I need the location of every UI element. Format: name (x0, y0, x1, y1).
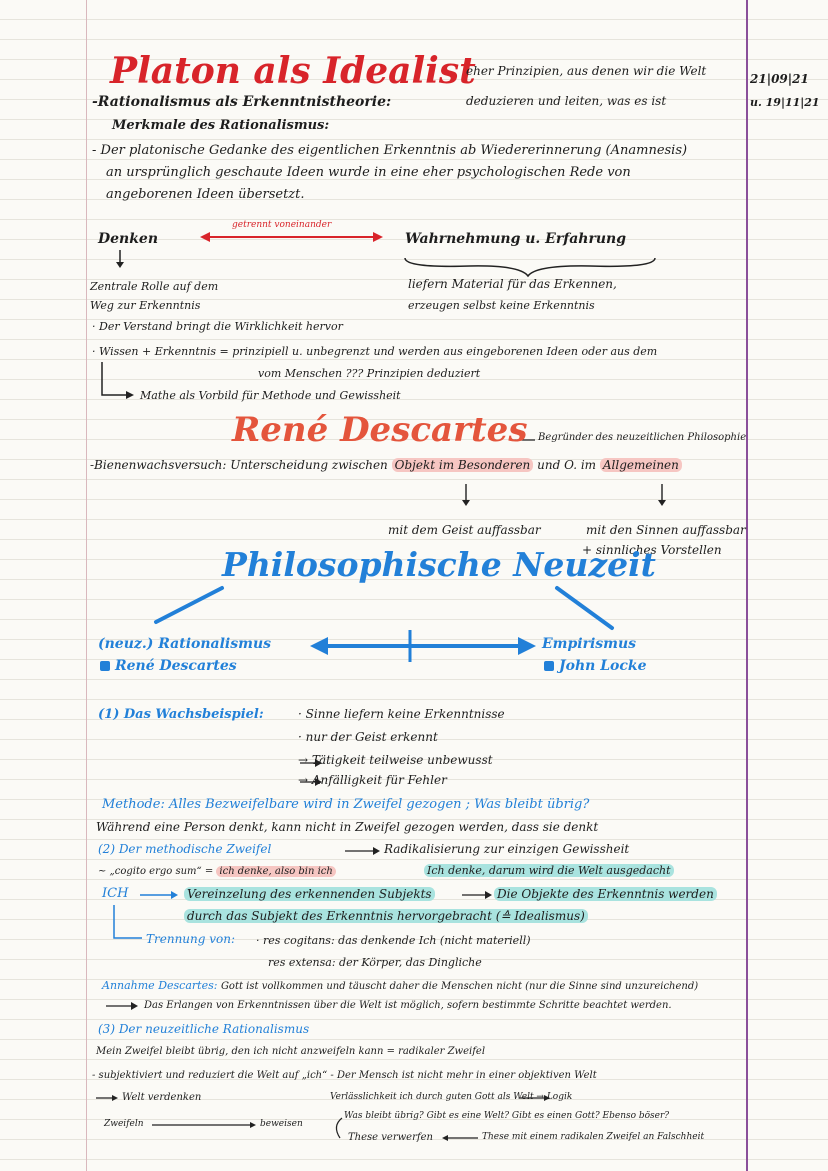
header-note-line-2: deduzieren und leiten, was es ist (466, 94, 667, 108)
wissen-text-2: vom Menschen ??? Prinzipien deduziert (258, 367, 481, 380)
zweifel-label: (2) Der methodische Zweifel (98, 842, 272, 856)
date-1: 21|09|21 (750, 72, 809, 86)
platon-text-3: angeborenen Ideen übersetzt. (106, 187, 305, 202)
cogito-teal-note: Ich denke, darum wird die Welt ausgedach… (424, 864, 674, 877)
descartes-title: René Descartes (232, 410, 528, 450)
bullet-square-icon (100, 661, 110, 671)
frage-text: Was bleibt übrig? Gibt es eine Welt? Gib… (344, 1111, 670, 1121)
erlangen-text: Das Erlangen von Erkenntnissen über die … (144, 1000, 672, 1011)
rationalismus-branch-person: René Descartes (100, 658, 237, 674)
bienen-objekt-allgemeinen: Allgemeinen (599, 458, 682, 472)
date-2: u. 19|11|21 (750, 96, 820, 109)
wachs-item-3: → Tätigkeit teilweise unbewusst (298, 753, 493, 767)
waehrend-text: Während eine Person denkt, kann nicht in… (96, 820, 599, 834)
platon-text-2: an ursprünglich geschaute Ideen wurde in… (106, 165, 631, 180)
denken-note-1: Zentrale Rolle auf dem (90, 280, 219, 293)
wachs-label: (1) Das Wachsbeispiel: (98, 707, 264, 722)
beweisen-label: beweisen (260, 1119, 303, 1129)
ich-hervorgebracht-text: durch das Subjekt des Erkenntnis hervorg… (184, 909, 588, 923)
trennung-label: Trennung von: (146, 932, 236, 946)
wahrnehmung-note-2: erzeugen selbst keine Erkenntnis (408, 299, 595, 312)
methode-text: Methode: Alles Bezweifelbare wird in Zwe… (102, 797, 590, 812)
locke-name: John Locke (559, 658, 647, 674)
empirismus-branch-label: Empirismus (542, 636, 637, 652)
descartes-name: René Descartes (115, 658, 237, 674)
annahme-text: Gott ist vollkommen und täuscht daher di… (220, 981, 699, 992)
verstand-text: · Der Verstand bringt die Wirklichkeit h… (92, 320, 343, 333)
bullet-square-icon (544, 661, 554, 671)
wahrnehmung-label: Wahrnehmung u. Erfahrung (405, 231, 626, 247)
neuzeitlich-heading: (3) Der neuzeitliche Rationalismus (98, 1022, 310, 1036)
cogito-line: ~ „cogito ergo sum“ = ich denke, also bi… (98, 866, 336, 877)
bienen-mid: und O. im (537, 458, 597, 472)
these-zweifel: These mit einem radikalen Zweifel an Fal… (482, 1132, 705, 1142)
trennung-res-extensa: res extensa: der Körper, das Dingliche (268, 956, 482, 969)
rationalismus-heading: -Rationalismus als Erkenntnistheorie: (92, 94, 392, 110)
ich-vereinzelung: Vereinzelung des erkennenden Subjekts (184, 887, 435, 901)
trennung-res-cogitans: · res cogitans: das denkende Ich (nicht … (256, 934, 531, 947)
page-title: Platon als Idealist (110, 50, 476, 92)
welt-verdenken: Welt verdenken (122, 1092, 202, 1103)
cogito-quote: ~ „cogito ergo sum“ = (98, 866, 214, 877)
merkmale-heading: Merkmale des Rationalismus: (112, 118, 330, 133)
wissen-text-1: · Wissen + Erkenntnis = prinzipiell u. u… (92, 345, 658, 358)
zweifel-result: Radikalisierung zur einzigen Gewissheit (384, 842, 630, 856)
wachs-item-4: → Anfälligkeit für Fehler (298, 773, 447, 787)
mathe-text: Mathe als Vorbild für Methode und Gewiss… (140, 389, 401, 402)
verlaesslichkeit-text: Verlässlichkeit ich durch guten Gott als… (330, 1092, 573, 1102)
bienen-prefix: -Bienenwachsversuch: Unterscheidung zwis… (90, 458, 388, 472)
margin-line-left (86, 0, 87, 1171)
ich-objekte: Die Objekte des Erkenntnis werden (494, 887, 717, 901)
platon-text-1: - Der platonische Gedanke des eigentlich… (92, 143, 688, 158)
annahme-line: Annahme Descartes: Gott ist vollkommen u… (102, 979, 698, 992)
margin-line-right (746, 0, 748, 1171)
mein-zweifel-text: Mein Zweifel bleibt übrig, den ich nicht… (96, 1046, 486, 1057)
rationalismus-branch-label: (neuz.) Rationalismus (98, 636, 272, 652)
annahme-label: Annahme Descartes: (102, 979, 218, 992)
wachs-item-2: · nur der Geist erkennt (298, 730, 438, 744)
wachs-item-1: · Sinne liefern keine Erkenntnisse (298, 707, 505, 721)
cogito-translation: ich denke, also bin ich (216, 866, 336, 877)
neuzeit-heading: Philosophische Neuzeit (222, 545, 656, 584)
these-verwerfen: These verwerfen (348, 1132, 433, 1143)
getrennt-label: getrennt voneinander (232, 220, 332, 230)
geist-note: mit dem Geist auffassbar (388, 523, 541, 537)
header-note-line-1: eher Prinzipien, aus denen wir die Welt (466, 64, 707, 78)
bienen-objekt-besonderen: Objekt im Besonderen (391, 458, 534, 472)
subjekt-text: - subjektiviert und reduziert die Welt a… (92, 1070, 597, 1081)
denken-label: Denken (98, 231, 159, 247)
bienen-line: -Bienenwachsversuch: Unterscheidung zwis… (90, 458, 682, 472)
ich-label: ICH (102, 886, 129, 901)
descartes-subtitle: Begründer des neuzeitlichen Philosophie (538, 432, 747, 443)
ich-hervorgebracht: durch das Subjekt des Erkenntnis hervorg… (184, 909, 588, 923)
wahrnehmung-note-1: liefern Material für das Erkennen, (408, 277, 617, 291)
empirismus-branch-person: John Locke (544, 658, 647, 674)
zweifeln-label: Zweifeln (104, 1119, 144, 1129)
sinne-note-1: mit den Sinnen auffassbar (586, 523, 746, 537)
sinne-note-2: + sinnliches Vorstellen (582, 543, 722, 557)
denken-note-2: Weg zur Erkenntnis (90, 299, 201, 312)
